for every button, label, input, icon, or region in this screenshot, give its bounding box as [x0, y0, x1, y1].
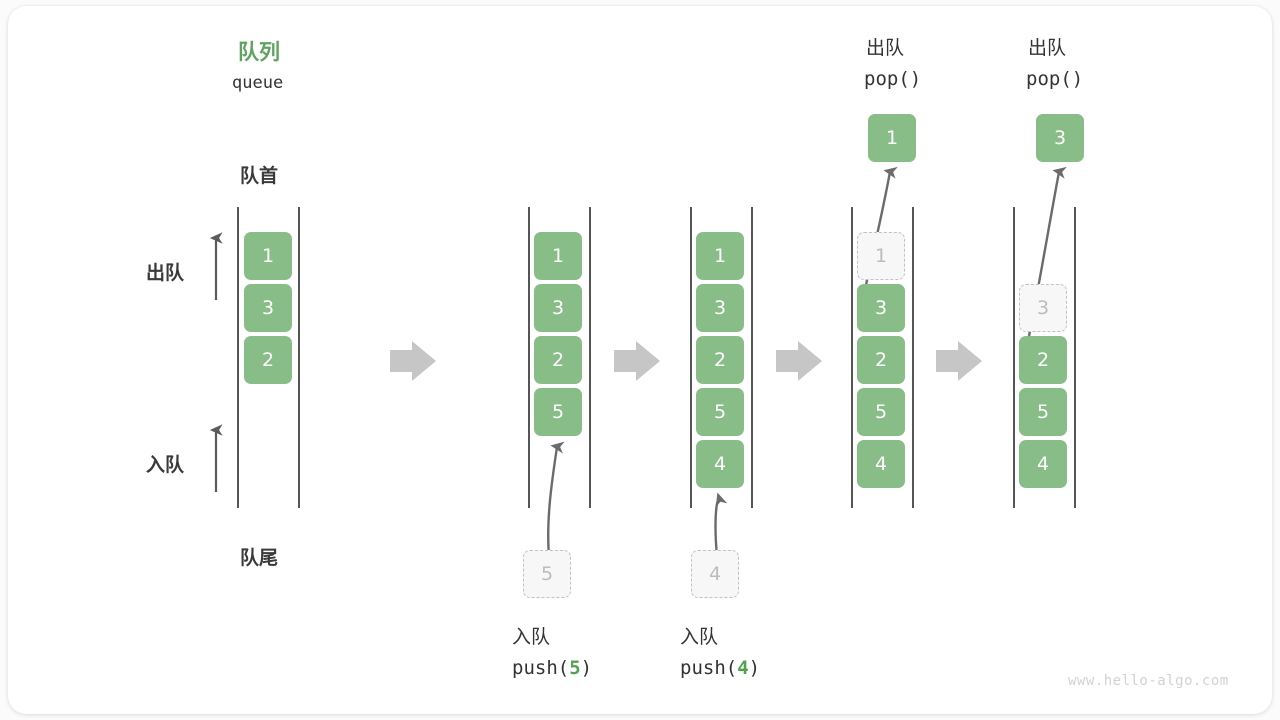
queue-cell: 3	[534, 284, 582, 332]
push-4-operation-code: push(4)	[680, 657, 760, 679]
watermark: www.hello-algo.com	[1068, 673, 1229, 689]
rail-left	[528, 207, 530, 508]
code-argument: 4	[737, 657, 749, 679]
queue-cell: 5	[534, 388, 582, 436]
code-argument: 5	[569, 657, 581, 679]
queue-cell: 2	[857, 336, 905, 384]
queue-cell: 5	[696, 388, 744, 436]
outgoing-ghost-cell: 1	[857, 232, 905, 280]
code-prefix: push(	[680, 657, 738, 679]
rail-right	[589, 207, 591, 508]
rail-right	[751, 207, 753, 508]
rail-left	[237, 207, 239, 508]
queue-cell: 2	[696, 336, 744, 384]
queue-cell: 5	[1019, 388, 1067, 436]
push-4-operation-label: 入队	[680, 626, 719, 648]
page-title-cn: 队列	[238, 40, 280, 64]
incoming-ghost-cell: 4	[691, 550, 739, 598]
diagram-card	[8, 6, 1272, 714]
popped-cell: 1	[868, 114, 916, 162]
pop-1-operation-code: pop()	[864, 68, 922, 90]
queue-cell: 2	[1019, 336, 1067, 384]
queue-cell: 2	[244, 336, 292, 384]
rail-left	[851, 207, 853, 508]
rail-left	[690, 207, 692, 508]
queue-cell: 4	[1019, 440, 1067, 488]
pop-1-operation-label: 出队	[866, 37, 905, 59]
code-prefix: push(	[512, 657, 570, 679]
queue-cell: 4	[857, 440, 905, 488]
push-5-operation-code: push(5)	[512, 657, 592, 679]
queue-head-label: 队首	[240, 165, 279, 187]
queue-cell: 3	[696, 284, 744, 332]
code-suffix: )	[580, 657, 593, 679]
queue-cell: 5	[857, 388, 905, 436]
queue-cell: 1	[244, 232, 292, 280]
queue-cell: 1	[534, 232, 582, 280]
code-suffix: )	[748, 657, 761, 679]
pop-3-operation-code: pop()	[1026, 68, 1084, 90]
rail-right	[298, 207, 300, 508]
push-5-operation-label: 入队	[512, 626, 551, 648]
queue-cell: 3	[857, 284, 905, 332]
popped-cell: 3	[1036, 114, 1084, 162]
queue-tail-label: 队尾	[240, 547, 279, 569]
rail-right	[1074, 207, 1076, 508]
page-title-en: queue	[232, 73, 284, 93]
outgoing-ghost-cell: 3	[1019, 284, 1067, 332]
queue-cell: 1	[696, 232, 744, 280]
rail-left	[1013, 207, 1015, 508]
enqueue-direction-label: 入队	[146, 454, 185, 476]
pop-3-operation-label: 出队	[1028, 37, 1067, 59]
queue-cell: 2	[534, 336, 582, 384]
incoming-ghost-cell: 5	[523, 550, 571, 598]
queue-cell: 4	[696, 440, 744, 488]
queue-cell: 3	[244, 284, 292, 332]
rail-right	[912, 207, 914, 508]
dequeue-direction-label: 出队	[146, 262, 185, 284]
